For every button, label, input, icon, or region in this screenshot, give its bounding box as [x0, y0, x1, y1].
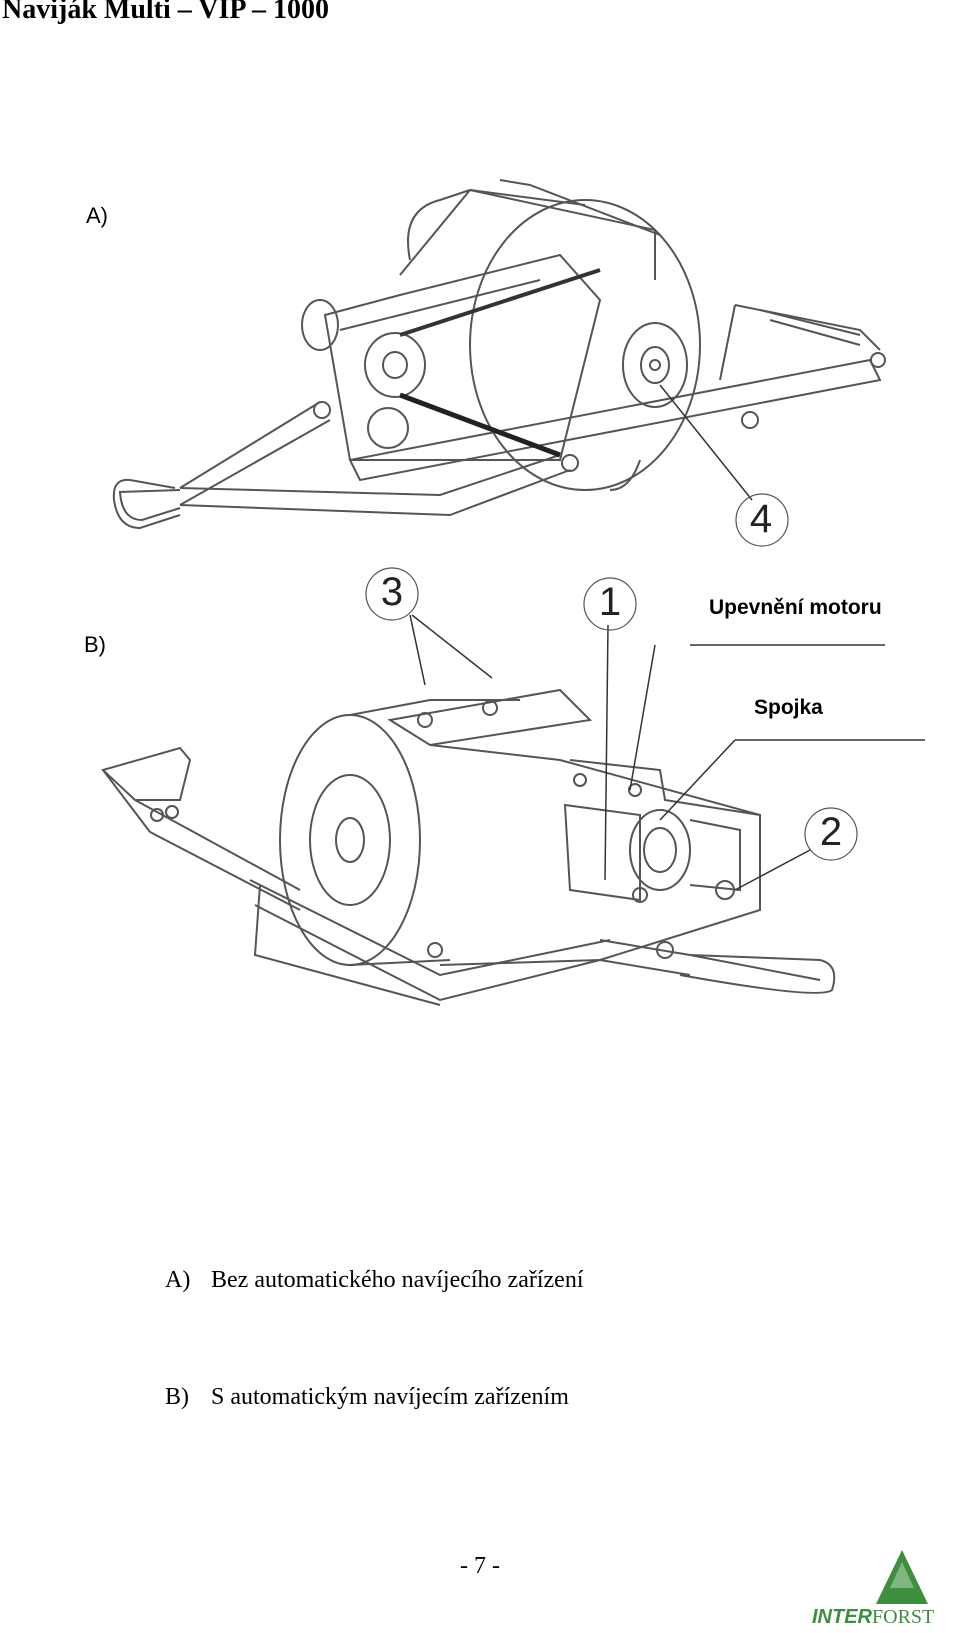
interforst-logo: INTERFORST — [812, 1548, 958, 1632]
part-number-1: 1 — [598, 580, 622, 624]
winch-drawing-b — [101, 567, 925, 1006]
panel-a-label: A) — [86, 203, 108, 228]
page-number: - 7 - — [460, 1553, 500, 1579]
logo-text: INTERFORST — [812, 1606, 934, 1629]
tree-triangle-icon — [876, 1550, 928, 1604]
part-number-3: 3 — [380, 570, 404, 614]
winch-drawing-a — [112, 179, 886, 547]
caption-a-letter: A) — [165, 1267, 191, 1293]
caption-a-text: Bez automatického navíjecího zařízení — [211, 1267, 584, 1293]
caption-a: A) Bez automatického navíjecího zařízení — [165, 1267, 584, 1294]
logo-text-forst: FORST — [872, 1606, 935, 1628]
part-number-2: 2 — [819, 810, 843, 854]
part-number-4: 4 — [749, 497, 773, 541]
caption-b-letter: B) — [165, 1384, 189, 1410]
logo-text-inter: INTER — [812, 1606, 872, 1628]
panel-b-label: B) — [84, 632, 106, 657]
callout-motor-mount: Upevnění motoru — [709, 596, 882, 619]
caption-b-text: S automatickým navíjecím zařízením — [211, 1384, 569, 1410]
document-title: Naviják Multi – VIP – 1000 — [2, 0, 329, 25]
caption-b: B) S automatickým navíjecím zařízením — [165, 1384, 569, 1411]
callout-coupling: Spojka — [754, 696, 823, 719]
